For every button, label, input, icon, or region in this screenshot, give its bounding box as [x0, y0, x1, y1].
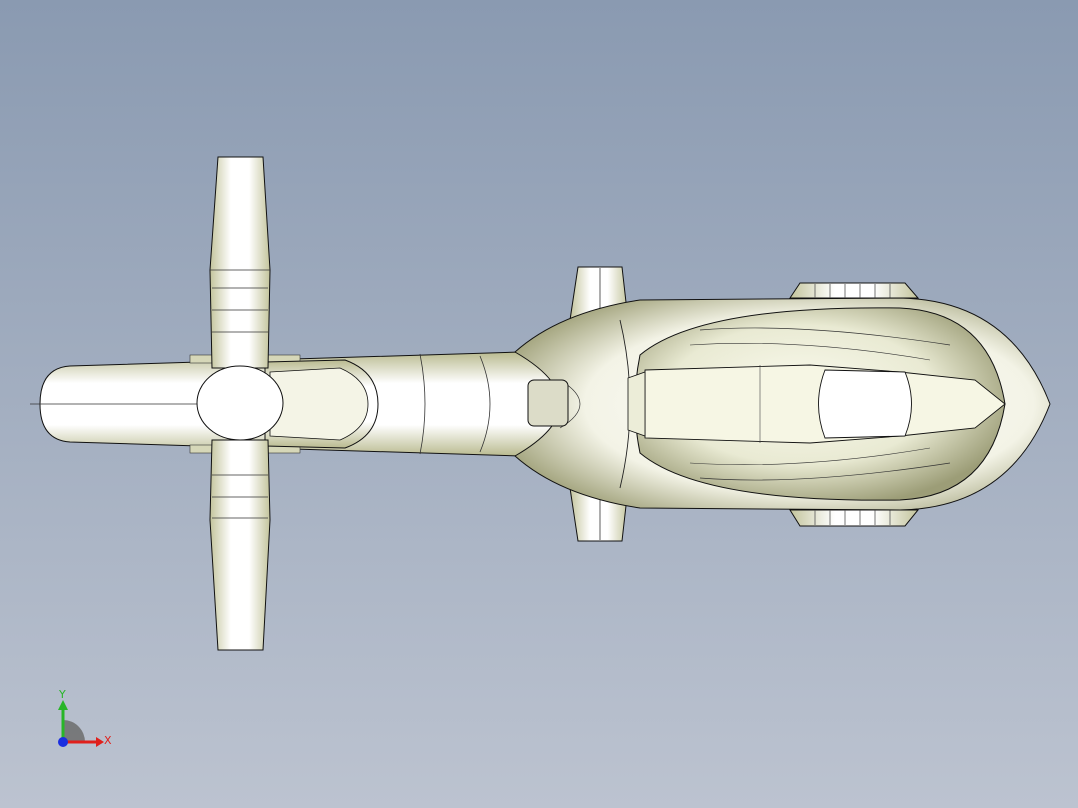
z-axis-point	[58, 737, 68, 747]
tail-rotor-hub	[196, 365, 284, 441]
cockpit-canopy	[627, 307, 1006, 501]
view-orientation-triad: Y X	[58, 688, 112, 747]
rotor-mast-fairing	[264, 359, 379, 449]
tail-rotor-blade-top	[209, 156, 271, 369]
triad-plane-indicator	[63, 720, 85, 742]
y-axis-arrowhead	[58, 700, 68, 710]
x-axis-arrowhead	[96, 737, 104, 747]
y-axis-label: Y	[58, 688, 66, 701]
engine-cowling	[527, 379, 569, 427]
tail-rotor-blade-bottom	[209, 439, 271, 651]
engine-intake-bottom	[789, 509, 920, 527]
engine-intake-top	[789, 282, 920, 299]
x-axis-label: X	[104, 734, 112, 747]
